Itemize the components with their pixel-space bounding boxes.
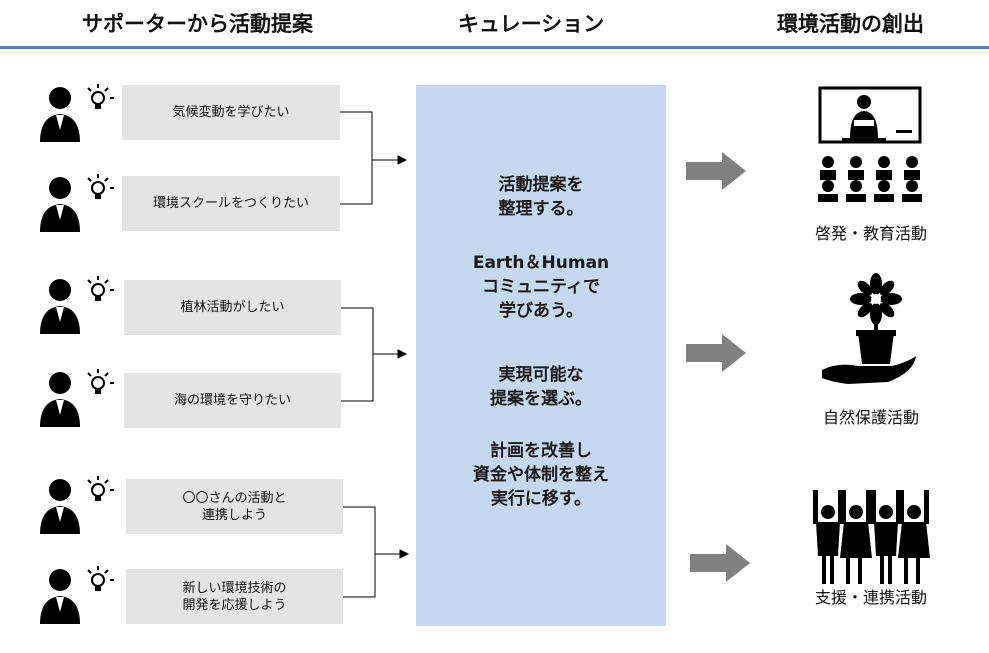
curation-box: 活動提案を 整理する。 Earth＆Human コミュニティで 学びあう。 実現…: [416, 85, 666, 626]
bracket-group-3: [343, 506, 410, 598]
header-curation: キュレーション: [458, 12, 605, 36]
header-divider: [0, 46, 989, 49]
curation-step: 実現可能な 提案を選ぶ。: [490, 365, 592, 409]
curation-step: 計画を改善し 資金や体制を整え 実行に移す。: [473, 441, 609, 509]
outcome-label: 支援・連携活動: [814, 588, 927, 607]
curation-step: Earth＆Human コミュニティで 学びあう。: [472, 253, 610, 321]
classroom-icon: [818, 86, 922, 202]
proposal-bubble: 新しい環境技術の 開発を応援しよう: [126, 569, 343, 624]
person-with-idea-icon: [40, 566, 114, 624]
person-with-idea-icon: [40, 174, 114, 232]
proposal-bubble: 気候変動を学びたい: [122, 85, 340, 140]
raised-hands-group-icon: [813, 490, 930, 584]
bracket-group-1: [340, 111, 408, 205]
proposal-bubble: 環境スクールをつくりたい: [122, 176, 340, 231]
plant-in-hand-icon: [822, 273, 916, 384]
person-with-idea-icon: [40, 369, 114, 427]
outcome-label: 自然保護活動: [822, 408, 919, 427]
arrow-right-icon: [686, 152, 746, 190]
bracket-group-2: [341, 307, 408, 402]
proposal-bubble: 〇〇さんの活動と 連携しよう: [126, 479, 343, 534]
header-activity-creation: 環境活動の創出: [777, 12, 924, 36]
person-with-idea-icon: [40, 84, 114, 142]
proposal-bubble: 植林活動がしたい: [124, 280, 341, 335]
curation-step: 活動提案を 整理する。: [498, 175, 584, 219]
person-with-idea-icon: [40, 276, 114, 334]
proposal-bubble: 海の環境を守りたい: [124, 373, 341, 428]
header-supporter-proposals: サポーターから活動提案: [82, 12, 313, 36]
arrow-right-icon: [686, 334, 746, 372]
outcome-label: 啓発・教育活動: [814, 224, 927, 243]
arrow-right-icon: [690, 544, 750, 582]
person-with-idea-icon: [40, 476, 114, 534]
